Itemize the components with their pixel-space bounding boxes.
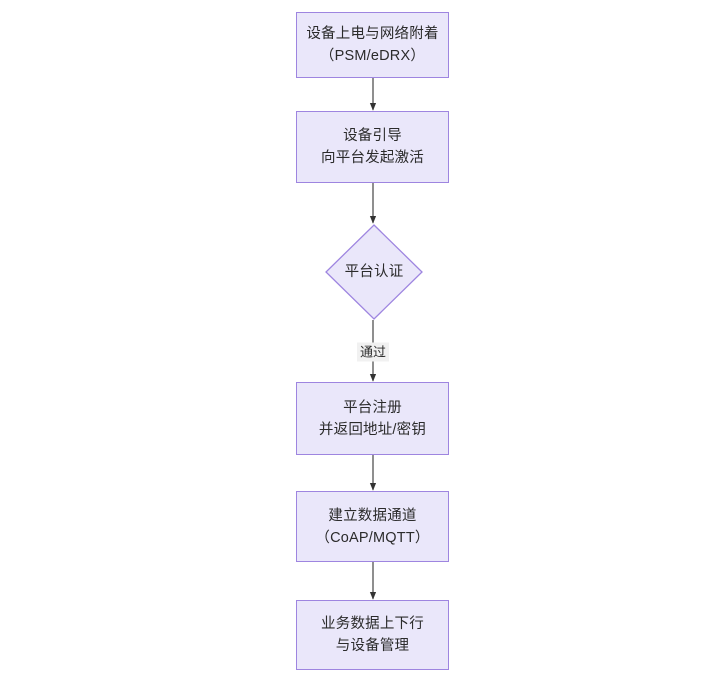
diamond-shape-icon [325, 224, 423, 320]
flow-node-label: 业务数据上下行 [321, 616, 424, 632]
flow-node-label: （PSM/eDRX） [319, 48, 426, 64]
flow-node-process[interactable]: 设备上电与网络附着 （PSM/eDRX） [296, 12, 449, 78]
flow-node-label: 并返回地址/密钥 [318, 421, 427, 438]
flow-node-label: 建立数据通道 [328, 507, 417, 524]
flow-node-decision[interactable]: 平台认证 [325, 224, 423, 320]
flow-node-label: 平台认证 [344, 264, 404, 280]
flow-node-label: 设备引导 [343, 128, 402, 144]
flow-node-process[interactable]: 平台注册并返回地址/密钥 [296, 382, 449, 455]
flow-node-label: 向平台发起激活 [321, 150, 424, 166]
flow-node-process[interactable]: 建立数据通道 （CoAP/MQTT） [296, 491, 449, 562]
flow-node-process[interactable]: 设备引导向平台发起激活 [296, 111, 449, 183]
flow-node-label: （CoAP/MQTT） [315, 529, 430, 546]
flow-edge-label: 通过 [356, 342, 390, 362]
flow-node-label: 平台注册 [343, 399, 402, 416]
flow-node-label: 与设备管理 [335, 638, 410, 654]
flow-node-label: 设备上电与网络附着 [306, 26, 439, 42]
flow-node-process[interactable]: 业务数据上下行与设备管理 [296, 600, 449, 670]
